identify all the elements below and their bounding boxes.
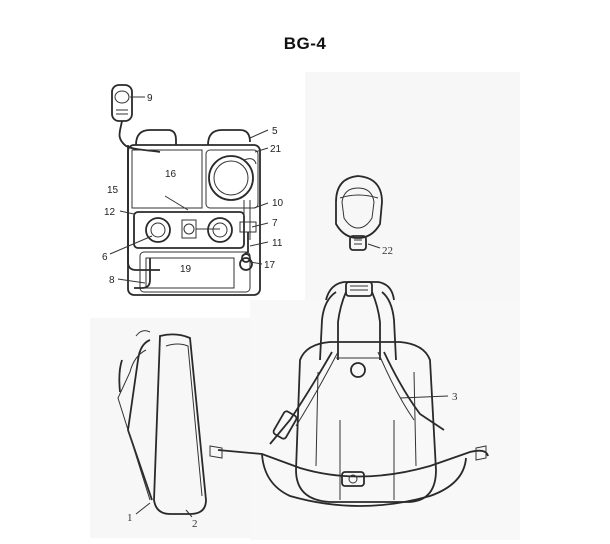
label-16: 16 bbox=[165, 169, 177, 180]
label-12: 12 bbox=[104, 207, 116, 218]
label-8: 8 bbox=[109, 275, 115, 286]
label-6: 6 bbox=[102, 252, 108, 263]
apparatus-unit: 9 5 21 16 15 12 10 7 11 6 17 19 8 bbox=[102, 84, 284, 296]
label-2: 2 bbox=[192, 518, 198, 530]
diagram-title: BG-4 bbox=[283, 34, 327, 53]
background-panel-lower-left bbox=[90, 318, 250, 538]
background-panel-upper bbox=[305, 72, 520, 302]
back-harness: 3 bbox=[209, 281, 489, 507]
label-22: 22 bbox=[382, 245, 393, 257]
label-5: 5 bbox=[272, 126, 278, 137]
side-view-unit: 1 2 bbox=[117, 330, 207, 530]
leader-lines-apparatus bbox=[109, 96, 269, 284]
label-17: 17 bbox=[264, 260, 276, 271]
label-11: 11 bbox=[272, 238, 283, 249]
label-15: 15 bbox=[107, 185, 119, 196]
label-1: 1 bbox=[127, 512, 133, 524]
label-19: 19 bbox=[180, 264, 192, 275]
label-10: 10 bbox=[272, 198, 284, 209]
label-21: 21 bbox=[270, 144, 282, 155]
label-9: 9 bbox=[147, 93, 153, 104]
label-7: 7 bbox=[272, 218, 278, 229]
apparatus-casing bbox=[127, 129, 261, 296]
remote-gauge bbox=[111, 84, 161, 153]
label-3: 3 bbox=[452, 391, 458, 403]
face-mask: 22 bbox=[335, 175, 393, 257]
